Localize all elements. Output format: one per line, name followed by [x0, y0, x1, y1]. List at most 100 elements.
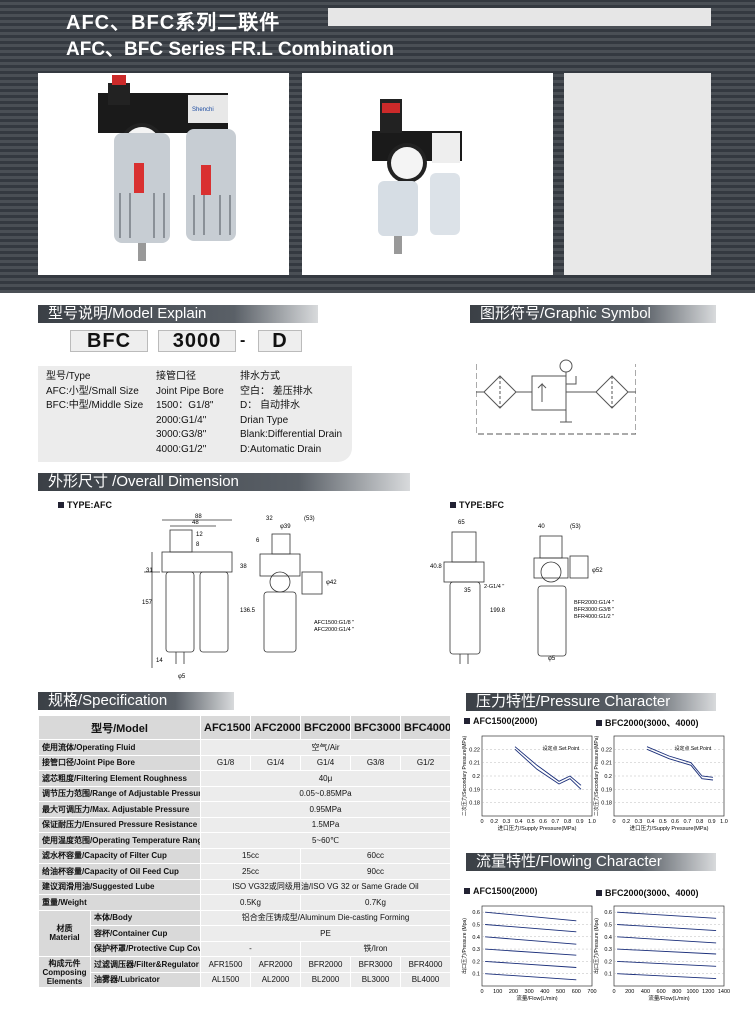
x-axis-label: 进口压力/Supply Pressure(MPa) [498, 824, 577, 832]
note-label: BFR3000:G3/8 " [574, 607, 614, 613]
title-en: AFC、BFC Series FR.L Combination [66, 39, 394, 60]
dim-label: 6 [256, 538, 260, 544]
explain-text: 3000:G3/8" [156, 429, 207, 440]
dim-label: 157 [142, 600, 153, 606]
annotation-label: 设定点 Set Point [543, 745, 580, 752]
series-line [617, 960, 717, 967]
section-graphic-symbol: 图形符号/Graphic Symbol [470, 305, 716, 323]
dim-label: 35 [464, 588, 471, 594]
model-header: 型号/Model [38, 715, 201, 740]
photo-blank [564, 73, 711, 275]
explain-text: D:Automatic Drain [240, 443, 322, 455]
dim-label: φ52 [592, 568, 603, 574]
x-axis-label: 流量/Flow(L/min) [648, 994, 689, 1002]
spec-value: 0.5Kg [200, 894, 301, 911]
x-tick-label: 800 [672, 989, 681, 995]
x-tick-label: 400 [540, 989, 549, 995]
square-bullet-icon [464, 888, 470, 894]
type-bfc-label: TYPE:BFC [450, 500, 504, 510]
x-tick-label: 0.6 [539, 819, 547, 825]
y-tick-label: 0.1 [472, 972, 480, 978]
spec-key: 保护杯罩/Protective Cup Cover [90, 940, 201, 957]
brand-label: Shenchi [192, 107, 214, 113]
spec-value: BFR3000 [350, 956, 401, 973]
square-bullet-icon [596, 890, 602, 896]
x-tick-label: 0.7 [684, 819, 692, 825]
dim-label: φ39 [280, 524, 291, 530]
x-tick-label: 0.9 [576, 819, 584, 825]
note-label: BFR4000:G1/2 " [574, 614, 614, 620]
dim-label: 12 [196, 532, 203, 538]
section-pressure-character: 压力特性/Pressure Character [466, 693, 716, 711]
spec-value: 25cc [200, 863, 301, 880]
y-tick-label: 0.3 [604, 947, 612, 953]
dim-label: (53) [304, 516, 315, 522]
spec-value: 15cc [200, 847, 301, 864]
model-code-drain: D [258, 330, 302, 352]
x-tick-label: 100 [493, 989, 502, 995]
spec-key: 调节压力范围/Range of Adjustable Pressure [38, 785, 201, 802]
y-tick-label: 0.2 [472, 774, 480, 780]
x-tick-label: 500 [556, 989, 565, 995]
explain-text: Drian Type [240, 414, 289, 426]
note-label: AFC1500:G1/8 " [314, 620, 354, 626]
spec-key: 滤水杯容量/Capacity of Filter Cup [38, 847, 201, 864]
y-tick-label: 0.19 [601, 787, 612, 793]
y-axis-label: 二次压力/Secondary Pressure(MPa) [593, 736, 600, 817]
dim-label: 48 [192, 520, 199, 526]
y-tick-label: 0.3 [472, 947, 480, 953]
plot-area [613, 905, 725, 987]
y-tick-label: 0.4 [472, 935, 480, 941]
spec-key: 建议润滑用油/Suggested Lube [38, 878, 201, 895]
dim-label: φ5 [548, 656, 556, 662]
spec-value: BL4000 [400, 971, 451, 988]
explain-text: 1500：G1/8" [156, 400, 214, 411]
square-bullet-icon [58, 502, 64, 508]
spec-key: 重量/Weight [38, 894, 201, 911]
model-code-series: BFC [70, 330, 148, 352]
spec-key: 本体/Body [90, 909, 201, 926]
x-tick-label: 0.6 [671, 819, 679, 825]
spec-value: ISO VG32或同级用油/ISO VG 32 or Same Grade Oi… [200, 878, 451, 895]
spec-value: G1/8 [200, 754, 251, 771]
explain-type-col: 型号/Type AFC:小型/Small Size BFC:中型/Middle … [46, 370, 143, 414]
explain-text: 接管口径 [156, 371, 196, 382]
spec-value: 40μ [200, 770, 451, 787]
spec-value: 铁/Iron [300, 940, 451, 957]
explain-text: 型号/Type [46, 371, 91, 382]
y-tick-label: 0.5 [472, 922, 480, 928]
spec-value: G1/4 [250, 754, 301, 771]
dim-label: 199.8 [490, 608, 506, 614]
spec-group: 构成元件 Composing Elements [38, 956, 91, 988]
spec-key: 滤芯粗度/Filtering Element Roughness [38, 770, 201, 787]
x-tick-label: 0.4 [515, 819, 523, 825]
explain-text: D： 自动排水 [240, 400, 300, 411]
dim-label: 40.8 [430, 564, 442, 570]
spec-value: AFR2000 [250, 956, 301, 973]
spec-key: 最大可调压力/Max. Adjustable Pressure [38, 801, 201, 818]
spec-value: BL3000 [350, 971, 401, 988]
y-tick-label: 0.21 [469, 761, 480, 767]
x-tick-label: 200 [509, 989, 518, 995]
explain-text: Joint Pipe Bore [156, 385, 224, 397]
spec-key: 使用温度范围/Operating Temperature Range [38, 832, 201, 849]
spec-value: AFR1500 [200, 956, 251, 973]
model-col: BFC2000 [300, 715, 351, 740]
series-line [485, 911, 577, 922]
model-explain-box: 型号/Type AFC:小型/Small Size BFC:中型/Middle … [38, 366, 352, 462]
y-tick-label: 0.22 [469, 747, 480, 753]
series-line [617, 973, 717, 980]
spec-value: 空气/Air [200, 739, 451, 756]
section-flowing-character: 流量特性/Flowing Character [466, 853, 716, 871]
y-tick-label: 0.18 [601, 801, 612, 807]
series-line [617, 948, 717, 955]
chart-title: AFC1500(2000) [464, 886, 538, 896]
